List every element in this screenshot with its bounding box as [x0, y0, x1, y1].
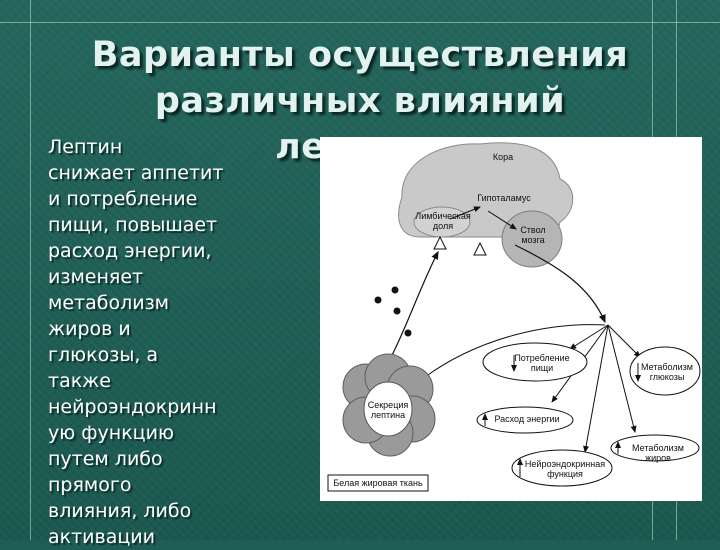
leptin-diagram: Кора Гипоталамус Лимбическая доля Ствол …	[320, 137, 702, 501]
arrow	[449, 206, 481, 220]
arrow	[514, 244, 606, 324]
label-cortex: Кора	[492, 152, 514, 162]
slide-title-line-2: различных влияний	[154, 81, 566, 121]
decor-line	[0, 22, 720, 23]
slide-title-line-1: Варианты осуществления	[91, 35, 629, 75]
label-brainstem: Ствол мозга	[520, 225, 546, 245]
arrow	[487, 210, 517, 230]
label-food-intake: Потребление пищи	[514, 353, 570, 373]
direction-arrows	[482, 355, 641, 477]
fat-tissue-box	[327, 474, 429, 492]
effect-arrows	[551, 324, 641, 453]
brain-limbic-shape	[413, 206, 471, 238]
decor-line	[30, 0, 31, 540]
label-energy-expenditure: Расход энергии	[494, 414, 560, 424]
label-neuroendocrine-function: Нейроэндокринная функция	[524, 459, 606, 479]
brain-stem-shape	[501, 210, 563, 268]
arrow	[424, 324, 606, 378]
effect-neuroendocrine	[511, 449, 613, 487]
effect-glucose	[629, 346, 701, 396]
label-fat-metabolism: Метаболизм жиров	[632, 443, 684, 463]
leptin-secretion-core	[363, 381, 413, 437]
effect-fat-metabolism	[610, 434, 700, 462]
arrow	[384, 250, 439, 370]
label-leptin-secretion: Секреция лептина	[367, 400, 409, 420]
triangle-marker	[473, 241, 487, 256]
effect-food-intake	[482, 342, 588, 382]
slide-body-text: Лептин снижает аппетит и потребление пищ…	[48, 136, 224, 548]
diagram-graphics	[327, 142, 701, 492]
label-white-fat-tissue: Белая жировая ткань	[333, 478, 423, 488]
label-limbic-lobe: Лимбическая доля	[415, 211, 471, 231]
leptin-dots	[374, 286, 412, 337]
label-hypothalamus: Гипоталамус	[477, 193, 531, 203]
triangle-marker	[433, 235, 447, 250]
effect-energy	[476, 406, 574, 434]
label-glucose-metabolism: Метаболизм глюкозы	[641, 362, 693, 382]
